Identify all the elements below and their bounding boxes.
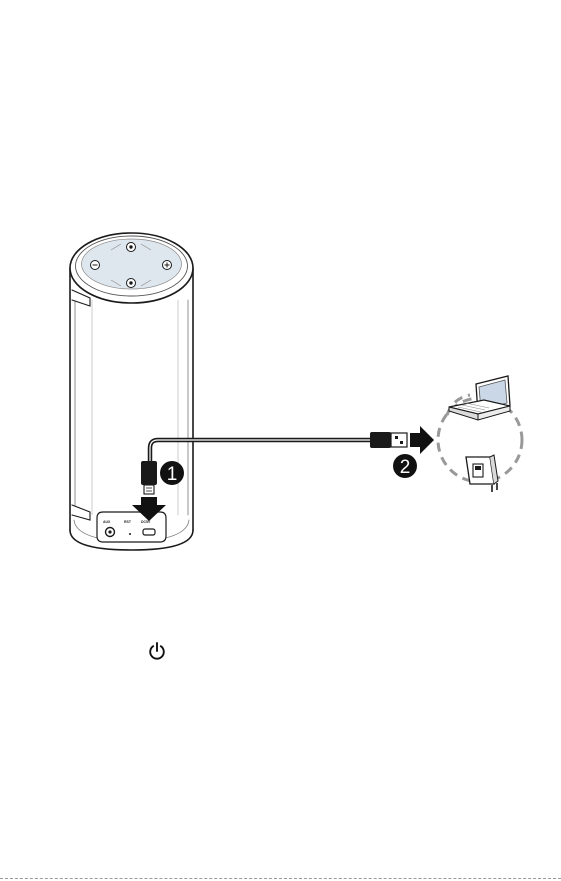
power-icon: [148, 641, 166, 661]
port-label-dc5v: DC5V: [141, 520, 151, 524]
port-label-rst: RST: [124, 520, 132, 524]
port-label-aux: AUX: [103, 520, 111, 524]
port-panel: AUX RST DC5V: [97, 512, 166, 542]
usb-cable: [150, 440, 370, 463]
step-1-number: 1: [167, 464, 178, 485]
step-2-number: 2: [400, 457, 411, 478]
page-edge-rule: [0, 878, 561, 879]
wall-adapter-icon: [466, 455, 498, 492]
reset-port: [129, 533, 131, 535]
step-1-badge: 1: [160, 461, 184, 485]
step-2-badge: 2: [393, 454, 417, 478]
arrow-right-icon: [410, 426, 434, 454]
micro-usb-plug: [141, 461, 157, 494]
usb-port: [143, 529, 155, 535]
usb-a-plug: [370, 432, 407, 448]
